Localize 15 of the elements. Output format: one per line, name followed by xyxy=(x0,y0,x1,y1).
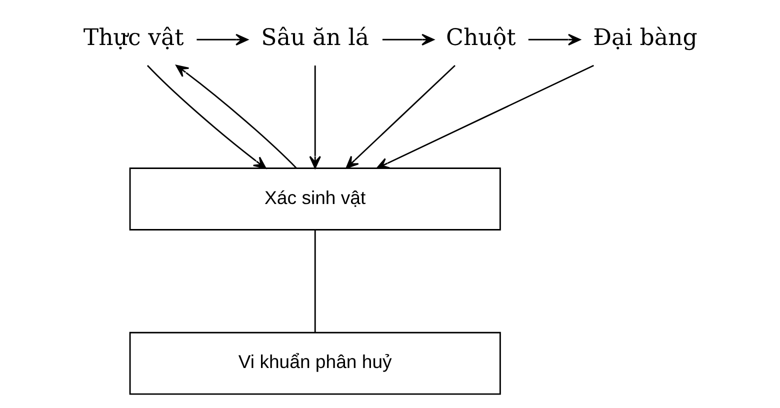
node-text: Thực vật xyxy=(82,25,184,52)
connector xyxy=(314,230,316,332)
node-box: Vi khuẩn phân huỷ xyxy=(128,332,500,395)
arrow xyxy=(345,65,455,169)
node-text: Sâu ăn lá xyxy=(260,25,369,52)
node-text: Đại bàng xyxy=(592,25,697,52)
node-text: Chuột xyxy=(445,25,516,52)
arrow xyxy=(175,64,296,168)
arrow xyxy=(308,66,320,169)
arrow xyxy=(382,34,434,46)
arrow xyxy=(376,64,594,169)
node-box: Xác sinh vật xyxy=(128,168,500,230)
arrow xyxy=(528,34,580,46)
arrow xyxy=(196,34,248,46)
arrow xyxy=(146,65,266,169)
